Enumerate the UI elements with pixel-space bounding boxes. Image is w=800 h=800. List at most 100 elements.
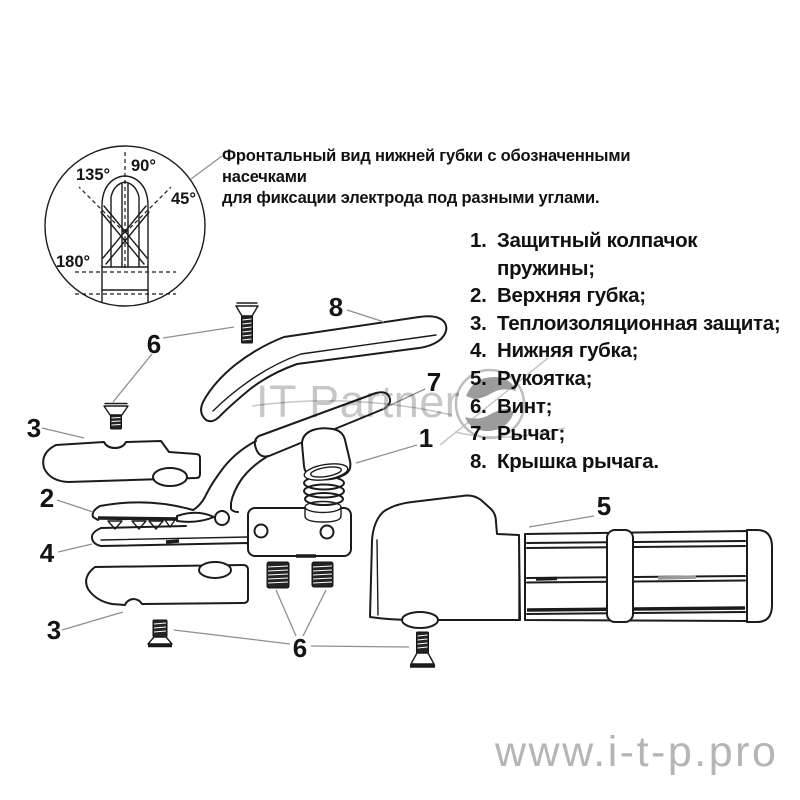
item-label: Верхняя губка; bbox=[497, 284, 646, 308]
leader-6-bottom-stud1 bbox=[275, 589, 297, 637]
lever-cover-inner-line bbox=[212, 334, 437, 412]
brand-watermark: IT Partner bbox=[256, 376, 461, 427]
parts-list: 1. Защитный колпачок пружины; 2. Верхняя… bbox=[470, 227, 800, 475]
stud-left-threads bbox=[267, 565, 289, 584]
part-upper-jaw bbox=[91, 501, 230, 530]
handle-rib-bottom-edge bbox=[526, 611, 746, 615]
item-label: Теплоизоляционная защита; bbox=[497, 311, 781, 335]
spring-assembly bbox=[301, 427, 352, 523]
screw-uh-head bbox=[410, 652, 435, 665]
handle-ring-divider bbox=[606, 529, 634, 623]
angle-label-90: 90° bbox=[131, 157, 156, 175]
callout-3-bottom: 3 bbox=[47, 615, 61, 645]
leader-1 bbox=[355, 444, 418, 464]
item-number: 3. bbox=[470, 311, 487, 335]
screw-under-handle bbox=[410, 631, 435, 668]
part-handle bbox=[369, 494, 773, 629]
spring-coil-3 bbox=[304, 492, 344, 506]
item-number: 2. bbox=[470, 284, 487, 308]
screw-uh-threads bbox=[417, 634, 428, 649]
lower-jaw-dark-notch bbox=[165, 539, 180, 544]
leader-lines bbox=[41, 309, 595, 648]
spring-coil-2 bbox=[303, 483, 345, 499]
callout-5: 5 bbox=[597, 491, 611, 521]
parts-list-item: 1. Защитный колпачок пружины; bbox=[470, 227, 800, 282]
handle-grip bbox=[369, 494, 521, 621]
block-hole-left bbox=[253, 523, 269, 539]
handle-end-cap bbox=[746, 529, 773, 623]
caption-line-2: для фиксации электрода под разными углам… bbox=[222, 189, 600, 207]
screw-bl-head bbox=[147, 636, 173, 645]
part-lever-cover bbox=[200, 315, 448, 423]
screw-left-small bbox=[103, 402, 129, 430]
angle-guides bbox=[75, 152, 176, 295]
parts-list-item: 3. Теплоизоляционная защита; bbox=[470, 310, 800, 338]
item-label: Нижняя губка; bbox=[497, 339, 639, 363]
item-label: Рукоятка; bbox=[497, 366, 593, 390]
part-lower-jaw bbox=[91, 525, 257, 555]
lever-arm-inner-edge bbox=[230, 455, 269, 513]
upper-jaw-top-edge bbox=[91, 501, 194, 521]
callout-7: 7 bbox=[427, 367, 441, 397]
parts-list-item: 8. Крышка рычага. bbox=[470, 448, 800, 476]
spring-cap-rim bbox=[303, 463, 349, 481]
parts-list-item: 5. Рукоятка; bbox=[470, 365, 800, 393]
upper-jaw-bite-bar bbox=[97, 516, 181, 521]
item-number: 4. bbox=[470, 339, 487, 363]
leader-6-top-b bbox=[112, 353, 153, 403]
groove-vertical bbox=[121, 183, 129, 268]
item-number: 6. bbox=[470, 394, 487, 418]
screw-top-threads bbox=[242, 318, 252, 341]
screw-bl-threads bbox=[153, 622, 167, 633]
leader-3-bottom bbox=[61, 611, 124, 631]
leader-5 bbox=[528, 515, 595, 528]
heat-shield-top-boss bbox=[152, 467, 188, 487]
upper-jaw-side-plate bbox=[176, 511, 215, 523]
item-number: 7. bbox=[470, 422, 487, 446]
leader-6-bottom-right bbox=[310, 645, 410, 648]
block-hole-right bbox=[319, 524, 335, 540]
pivot-rivet bbox=[214, 510, 230, 526]
callout-2: 2 bbox=[40, 483, 54, 513]
parts-list-item: 4. Нижняя губка; bbox=[470, 337, 800, 365]
callout-8: 8 bbox=[329, 292, 343, 322]
lever-arm-outer-edge bbox=[192, 440, 257, 511]
handle-rib-bottom-dark bbox=[526, 606, 746, 612]
handle-grip-inner-line bbox=[376, 539, 379, 616]
angle-label-180: 180° bbox=[56, 253, 90, 271]
handle-rib-mid bbox=[526, 575, 746, 584]
screw-left-threads bbox=[111, 417, 121, 426]
screw-bl-shank bbox=[152, 619, 168, 638]
handle-mid-gray-mark bbox=[657, 575, 697, 580]
handle-bottom-boss bbox=[401, 611, 439, 629]
leader-6-top-a bbox=[162, 326, 235, 339]
part-heat-shield-bottom bbox=[85, 561, 249, 606]
item-label: Защитный колпачок пружины; bbox=[497, 229, 698, 280]
parts-list-item: 2. Верхняя губка; bbox=[470, 282, 800, 310]
screw-left-shank bbox=[110, 414, 122, 430]
parts-list-item: 7. Рычаг; bbox=[470, 420, 800, 448]
handle-mid-dark-mark bbox=[535, 576, 558, 581]
callout-3-top: 3 bbox=[27, 413, 41, 443]
screw-left-head bbox=[103, 405, 129, 416]
angle-label-45: 45° bbox=[171, 190, 196, 208]
leader-6-bottom-stud2 bbox=[302, 589, 327, 637]
item-label: Винт; bbox=[497, 394, 553, 418]
leader-3-top bbox=[41, 427, 85, 439]
upper-jaw-teeth bbox=[107, 519, 176, 530]
angle-label-135: 135° bbox=[76, 166, 110, 184]
lower-jaw-inner-line bbox=[100, 536, 249, 541]
item-number: 8. bbox=[470, 449, 487, 473]
leader-2 bbox=[56, 499, 94, 513]
leader-8 bbox=[346, 309, 385, 323]
callout-labels: 6 8 3 2 4 3 7 1 5 6 bbox=[27, 292, 611, 663]
leader-6-bottom-left bbox=[173, 629, 291, 645]
spring-cap-rim-inner bbox=[309, 466, 343, 478]
handle-collar-lines bbox=[518, 533, 526, 621]
site-watermark: www.i-t-p.pro bbox=[495, 728, 779, 776]
item-label: Крышка рычага. bbox=[497, 449, 659, 473]
screw-top-head bbox=[235, 305, 259, 317]
stud-right-threads bbox=[312, 565, 333, 584]
